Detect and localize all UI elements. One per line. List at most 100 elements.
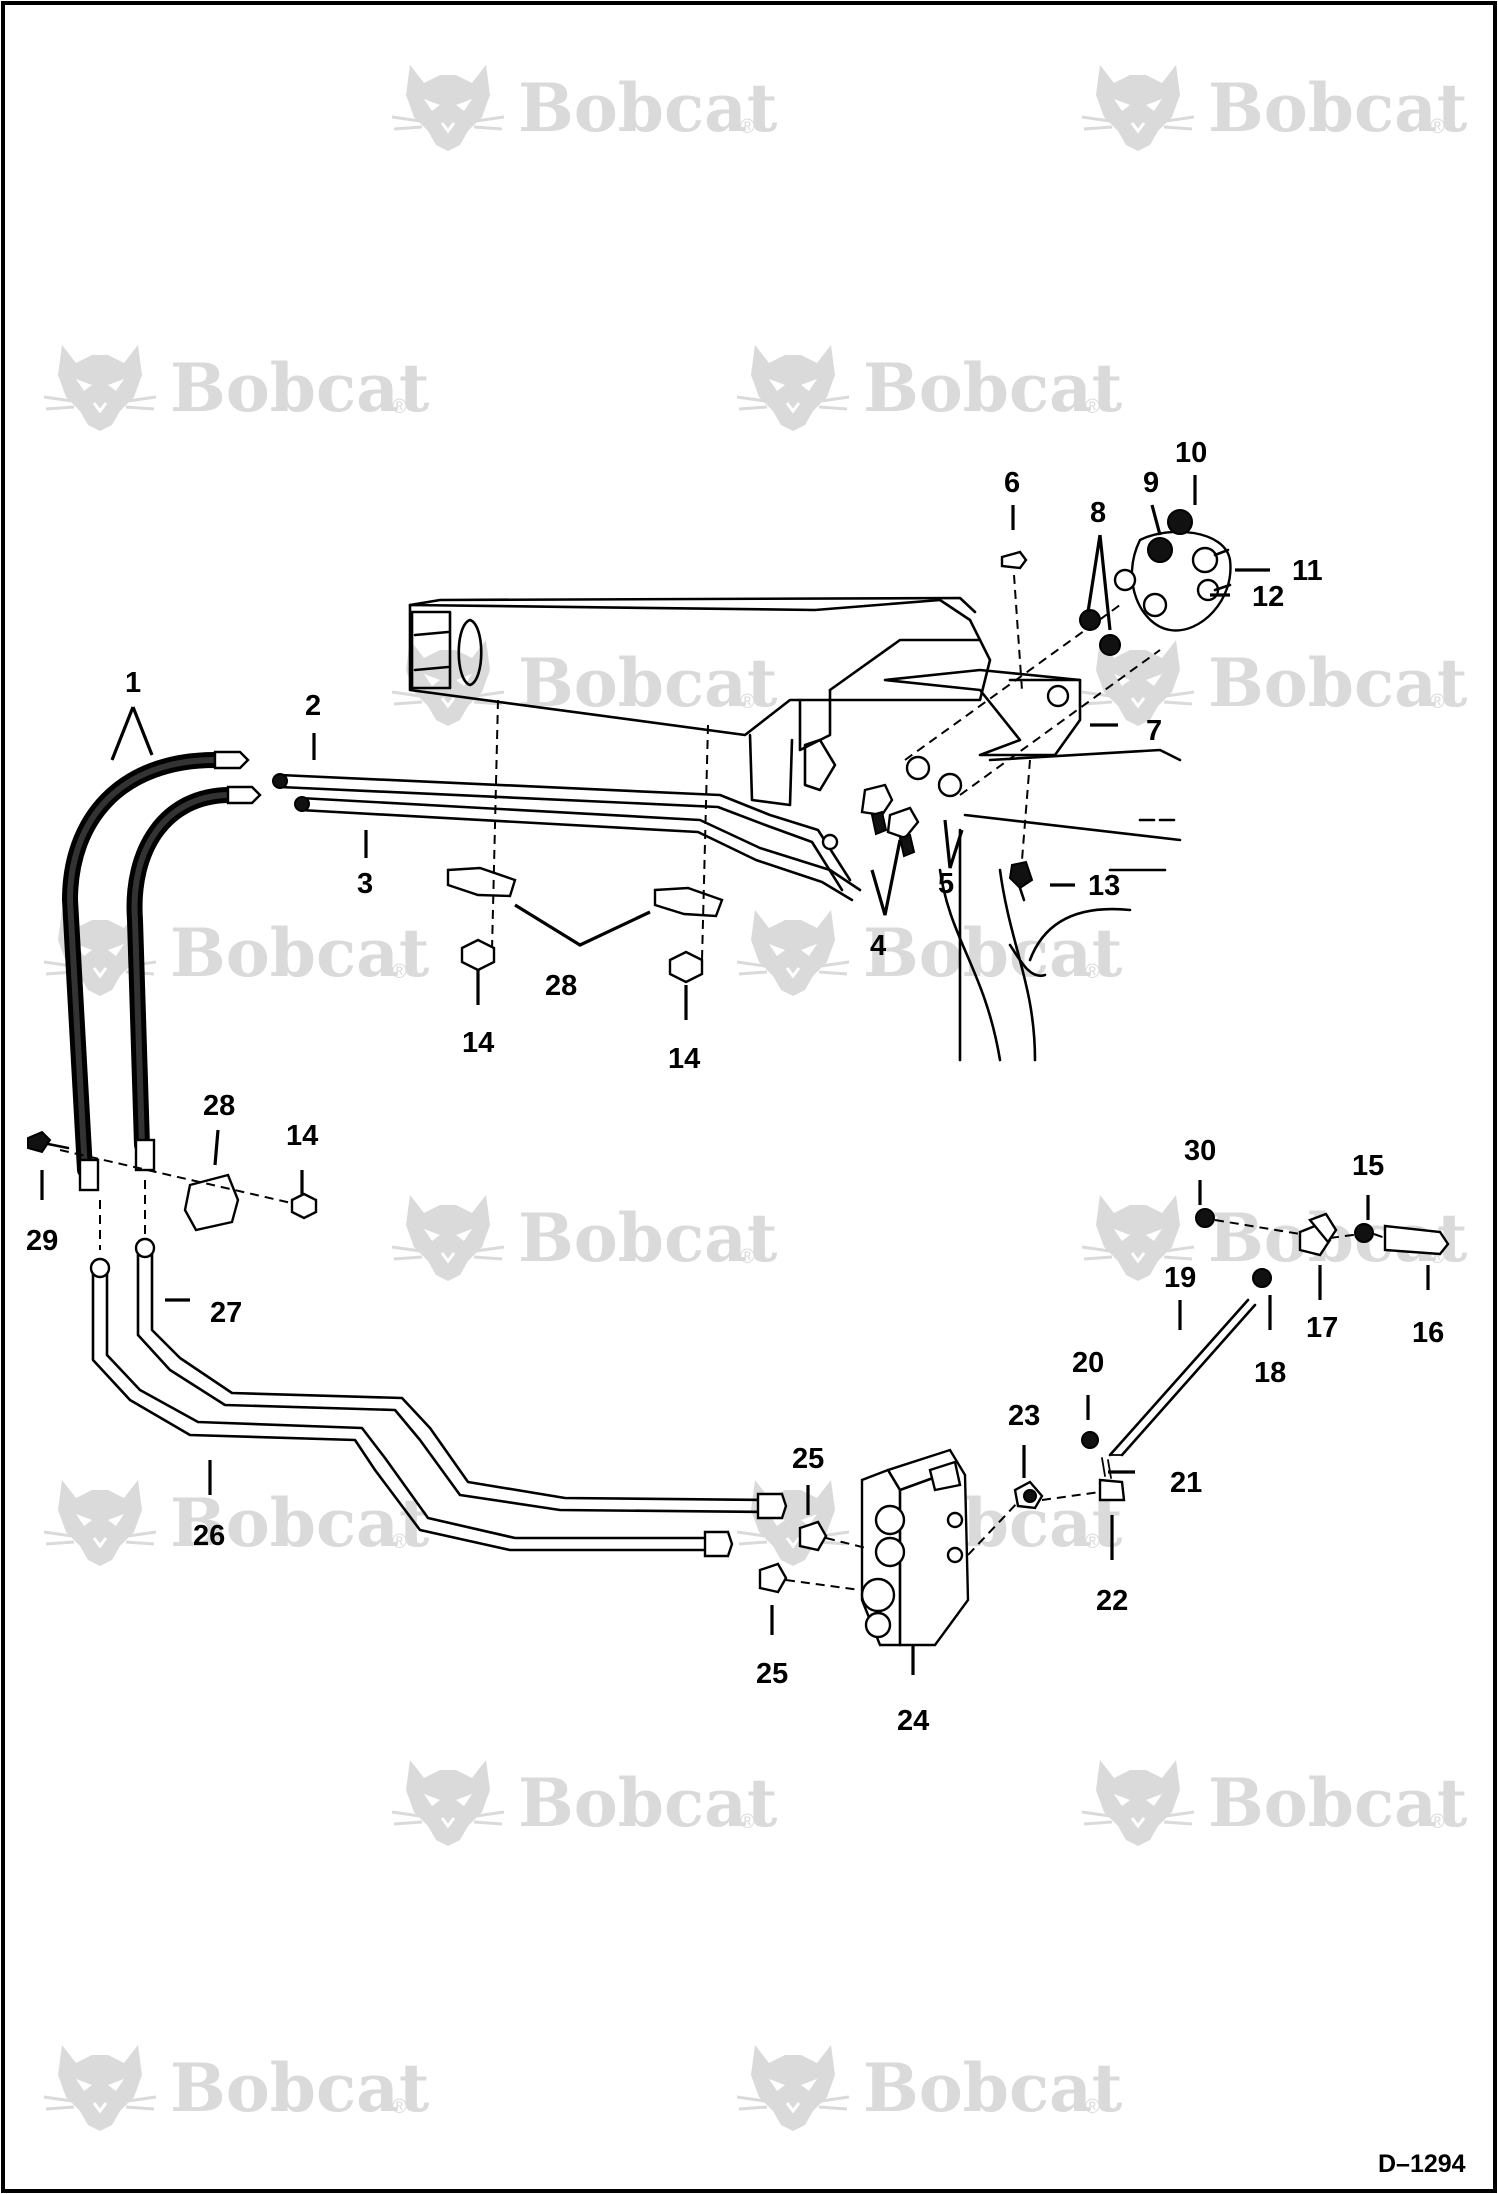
bobcat-watermark: Bobcat ® (390, 638, 778, 728)
callout-11: 11 (1292, 555, 1323, 587)
callout-21: 21 (1170, 1467, 1202, 1499)
bobcat-watermark: Bobcat ® (42, 343, 430, 433)
bobcat-head-icon (42, 1478, 158, 1568)
callout-10: 10 (1175, 437, 1207, 469)
bobcat-head-icon (390, 1193, 506, 1283)
callout-12: 12 (1252, 581, 1284, 613)
watermark-text: Bobcat (863, 349, 1123, 427)
watermark-text: Bobcat (518, 1199, 778, 1277)
callout-28a: 28 (545, 970, 577, 1002)
watermark-layer: Bobcat ® Bobcat ® Bobcat ® Bobcat ® Bobc… (42, 63, 1468, 2133)
callout-6: 6 (1004, 467, 1020, 499)
watermark-mark: ® (1430, 691, 1445, 713)
callout-29: 29 (26, 1225, 58, 1257)
bobcat-head-icon (735, 2043, 851, 2133)
watermark-mark: ® (1085, 1531, 1100, 1553)
bobcat-watermark: Bobcat ® (1080, 638, 1468, 728)
watermark-mark: ® (392, 961, 407, 983)
callout-8: 8 (1090, 497, 1106, 529)
bobcat-head-icon (735, 1478, 851, 1568)
drawing-id: D–1294 (1378, 2150, 1466, 2178)
callout-20: 20 (1072, 1347, 1104, 1379)
watermark-mark: ® (740, 691, 755, 713)
leader-lines (40, 475, 1430, 1675)
bobcat-head-icon (735, 343, 851, 433)
bobcat-watermark: Bobcat ® (390, 1758, 778, 1848)
bobcat-watermark: Bobcat ® (735, 2043, 1123, 2133)
bobcat-watermark: Bobcat ® (1080, 63, 1468, 153)
watermark-text: Bobcat (863, 2049, 1123, 2127)
callout-2: 2 (305, 690, 321, 722)
bobcat-watermark: Bobcat ® (390, 1193, 778, 1283)
watermark-mark: ® (1085, 2096, 1100, 2118)
callout-16: 16 (1412, 1317, 1444, 1349)
watermark-text: Bobcat (1208, 644, 1468, 722)
callout-25a: 25 (792, 1443, 824, 1475)
callout-9: 9 (1143, 467, 1159, 499)
bobcat-watermark: Bobcat ® (1080, 1758, 1468, 1848)
control-valve (758, 1448, 1021, 1647)
watermark-mark: ® (740, 1246, 755, 1268)
callout-3: 3 (357, 868, 373, 900)
bobcat-head-icon (390, 1758, 506, 1848)
bobcat-head-icon (1080, 1758, 1196, 1848)
callout-22: 22 (1096, 1585, 1128, 1617)
callout-14c: 14 (286, 1120, 318, 1152)
callout-15: 15 (1352, 1150, 1384, 1182)
callout-25b: 25 (756, 1658, 788, 1690)
watermark-mark: ® (1430, 1811, 1445, 1833)
callout-17: 17 (1306, 1312, 1338, 1344)
watermark-text: Bobcat (170, 1484, 430, 1562)
watermark-text: Bobcat (1208, 1764, 1468, 1842)
watermark-text: Bobcat (1208, 69, 1468, 147)
watermark-mark: ® (1430, 116, 1445, 138)
bobcat-watermark: Bobcat ® (42, 1478, 430, 1568)
callout-14b: 14 (668, 1043, 700, 1075)
watermark-mark: ® (392, 396, 407, 418)
bobcat-head-icon (1080, 63, 1196, 153)
flange-assembly (1079, 509, 1232, 656)
hose-pair (61, 750, 262, 1250)
watermark-mark: ® (392, 1531, 407, 1553)
watermark-mark: ® (740, 116, 755, 138)
callout-7: 7 (1146, 715, 1162, 747)
bobcat-head-icon (735, 908, 851, 998)
tube-clamp-lower (27, 1130, 318, 1232)
callout-layer: 1 2 3 4 5 6 7 8 9 10 11 12 13 14 14 14 1… (26, 437, 1444, 1737)
watermark-text: Bobcat (518, 644, 778, 722)
callout-23: 23 (1008, 1400, 1040, 1432)
callout-18: 18 (1254, 1357, 1286, 1389)
callout-30: 30 (1184, 1135, 1216, 1167)
callout-4: 4 (870, 930, 886, 962)
tube-lower-pair (89, 1237, 788, 1558)
watermark-mark: ® (1085, 961, 1100, 983)
watermark-mark: ® (1085, 396, 1100, 418)
valve-linkage (1013, 1208, 1450, 1510)
bobcat-head-icon (42, 2043, 158, 2133)
callout-5: 5 (938, 868, 954, 900)
callout-14a: 14 (462, 1027, 494, 1059)
watermark-text: Bobcat (170, 914, 430, 992)
callout-28b: 28 (203, 1090, 235, 1122)
bobcat-watermark: Bobcat ® (390, 63, 778, 153)
bobcat-head-icon (390, 63, 506, 153)
watermark-text: Bobcat (518, 69, 778, 147)
callout-26: 26 (193, 1520, 225, 1552)
callout-1: 1 (125, 667, 141, 699)
callout-19: 19 (1164, 1262, 1196, 1294)
bobcat-head-icon (42, 343, 158, 433)
bobcat-watermark: Bobcat ® (42, 908, 430, 998)
watermark-mark: ® (740, 1811, 755, 1833)
bobcat-watermark: Bobcat ® (735, 908, 1123, 998)
tube-upper-pair (272, 773, 862, 902)
callout-27: 27 (210, 1297, 242, 1329)
watermark-mark: ® (392, 2096, 407, 2118)
bracket-hardware (860, 550, 1161, 902)
watermark-text: Bobcat (518, 1764, 778, 1842)
tube-clamps-upper (446, 699, 724, 984)
bobcat-watermark: Bobcat ® (735, 343, 1123, 433)
watermark-text: Bobcat (170, 349, 430, 427)
